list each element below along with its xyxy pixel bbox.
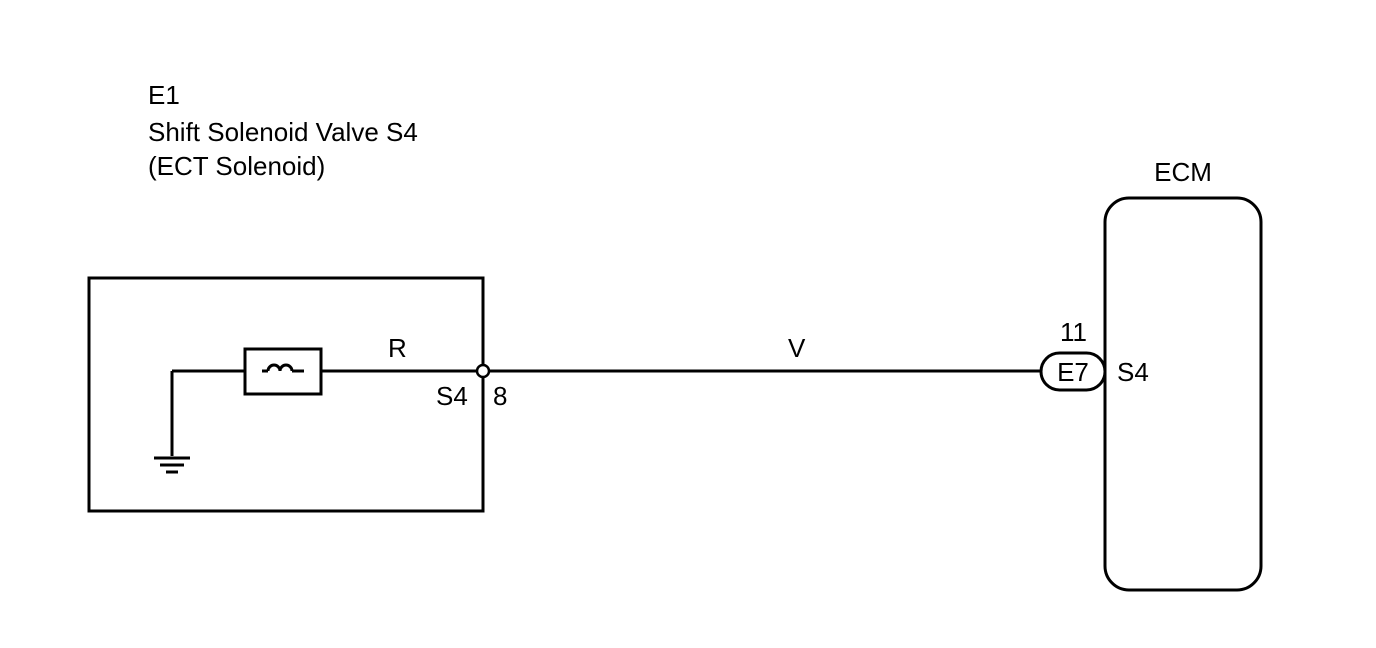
ground-icon bbox=[154, 371, 190, 474]
solenoid-coil-icon bbox=[243, 347, 323, 396]
harness-wire-color-label: V bbox=[788, 333, 806, 363]
component-subtitle-label: (ECT Solenoid) bbox=[148, 151, 325, 181]
solenoid-valve-box bbox=[87, 276, 485, 513]
component-code-label: E1 bbox=[148, 80, 180, 110]
ecm-pin-number-label: 11 bbox=[1060, 317, 1087, 347]
ecm-box bbox=[1103, 196, 1263, 592]
ecm-pin-signal-label: S4 bbox=[1117, 357, 1149, 387]
component-terminal-pin-label: 8 bbox=[493, 381, 507, 411]
ecm-name-label: ECM bbox=[1154, 157, 1212, 187]
component-terminal-signal-label: S4 bbox=[436, 381, 468, 411]
internal-wire-color-label: R bbox=[388, 333, 407, 363]
component-name-label: Shift Solenoid Valve S4 bbox=[148, 117, 418, 147]
terminal-junction-icon bbox=[475, 363, 491, 379]
ecm-connector-label: E7 bbox=[1057, 357, 1089, 387]
